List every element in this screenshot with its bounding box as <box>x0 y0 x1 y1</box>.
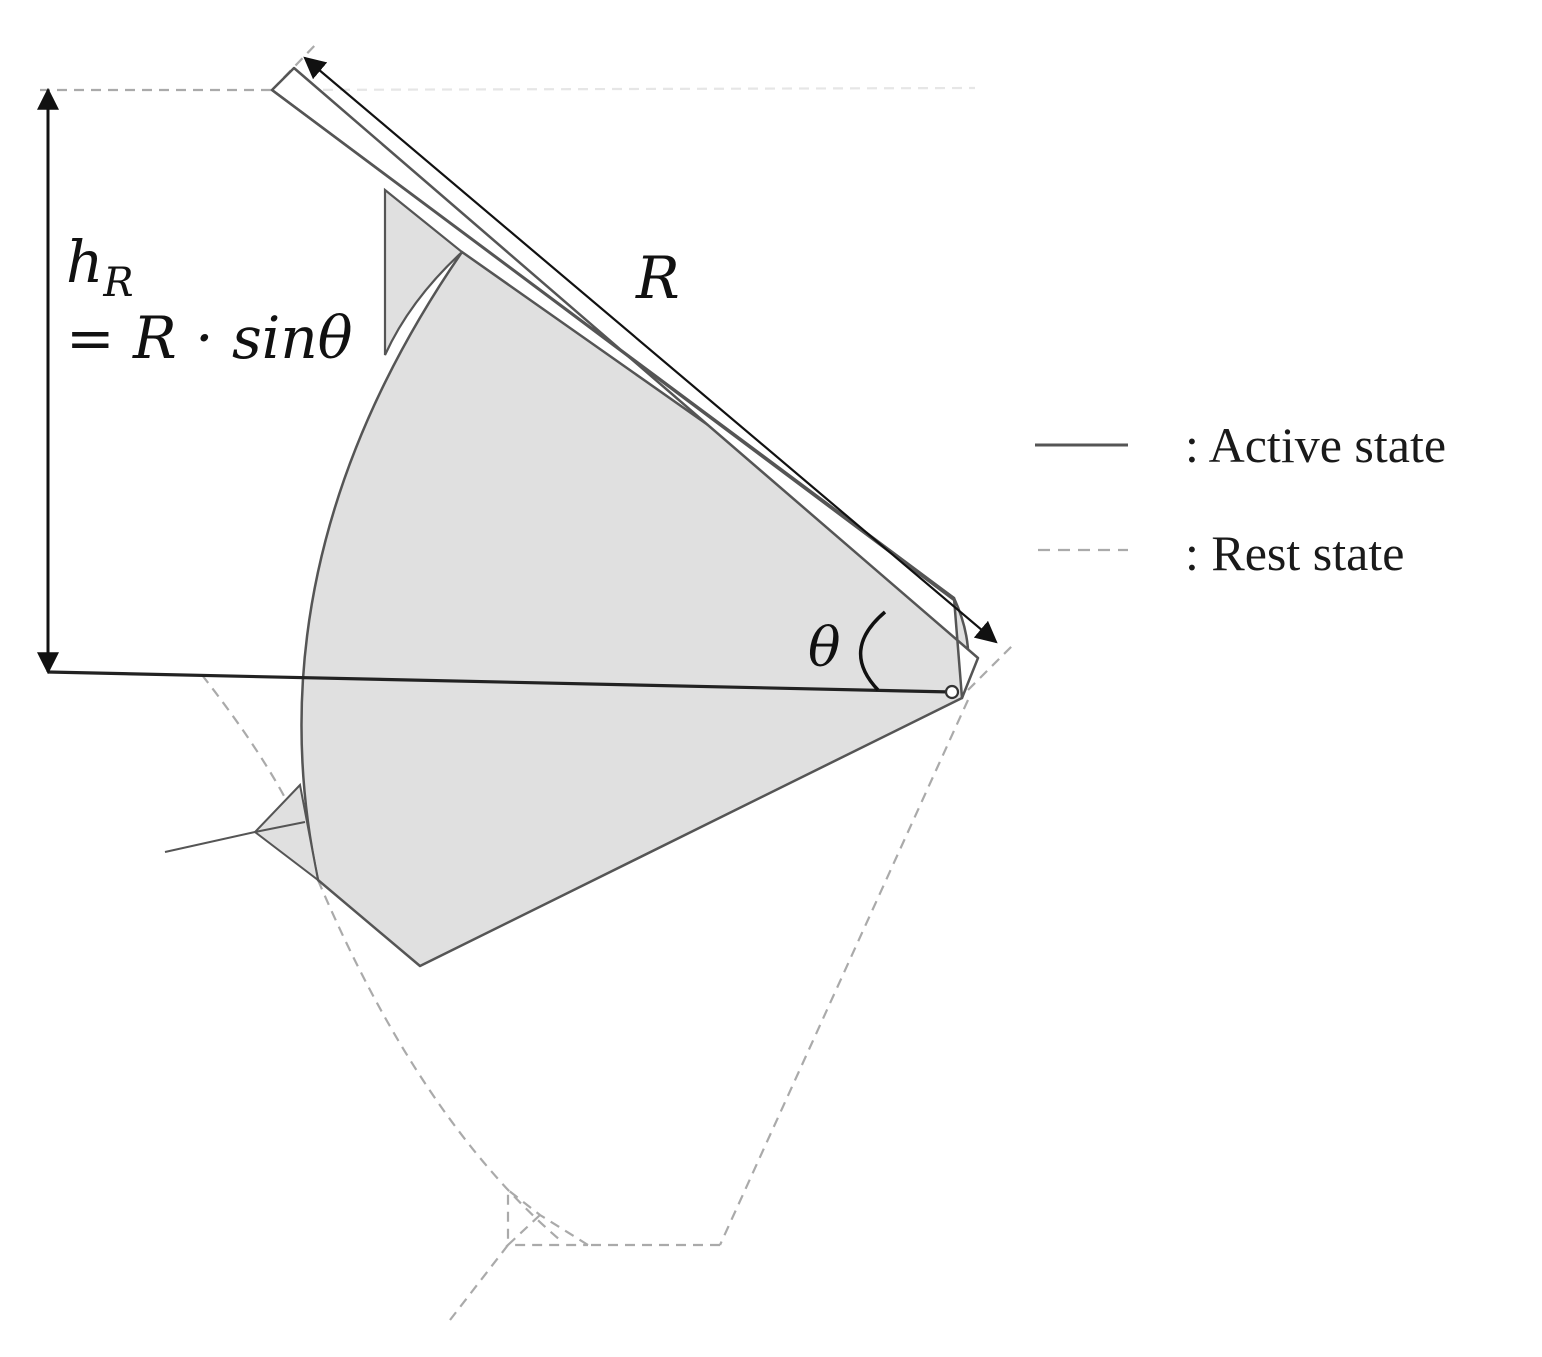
rest-right-edge <box>718 699 970 1246</box>
height-label: hR <box>66 228 133 306</box>
rest-left-edge <box>201 674 320 881</box>
rest-stem-1 <box>506 1187 589 1246</box>
rest-stem-2 <box>505 1214 588 1247</box>
active-lower-tab <box>253 782 320 883</box>
rest-tail <box>449 1244 509 1321</box>
active-tail <box>164 831 256 853</box>
radius-dimension-arrow <box>303 56 998 644</box>
angle-arc <box>858 610 887 692</box>
legend: : Active state : Rest state <box>1035 417 1446 581</box>
rest-hinge-extension <box>967 642 1016 691</box>
hinge-point <box>944 684 960 700</box>
angle-label: θ <box>808 616 841 679</box>
rest-top-extension <box>271 41 319 91</box>
legend-rest-label: : Rest state <box>1185 525 1404 581</box>
rest-top-reference-extension <box>271 86 976 92</box>
rest-arc <box>316 879 561 1241</box>
height-subscript: R <box>102 260 133 306</box>
height-variable: h <box>66 228 103 296</box>
active-lower-tab-inner <box>254 821 306 833</box>
radius-label: R <box>635 244 680 312</box>
horizontal-baseline <box>47 670 953 694</box>
height-formula: = R · sinθ <box>66 304 353 372</box>
legend-active-label: : Active state <box>1185 417 1446 473</box>
